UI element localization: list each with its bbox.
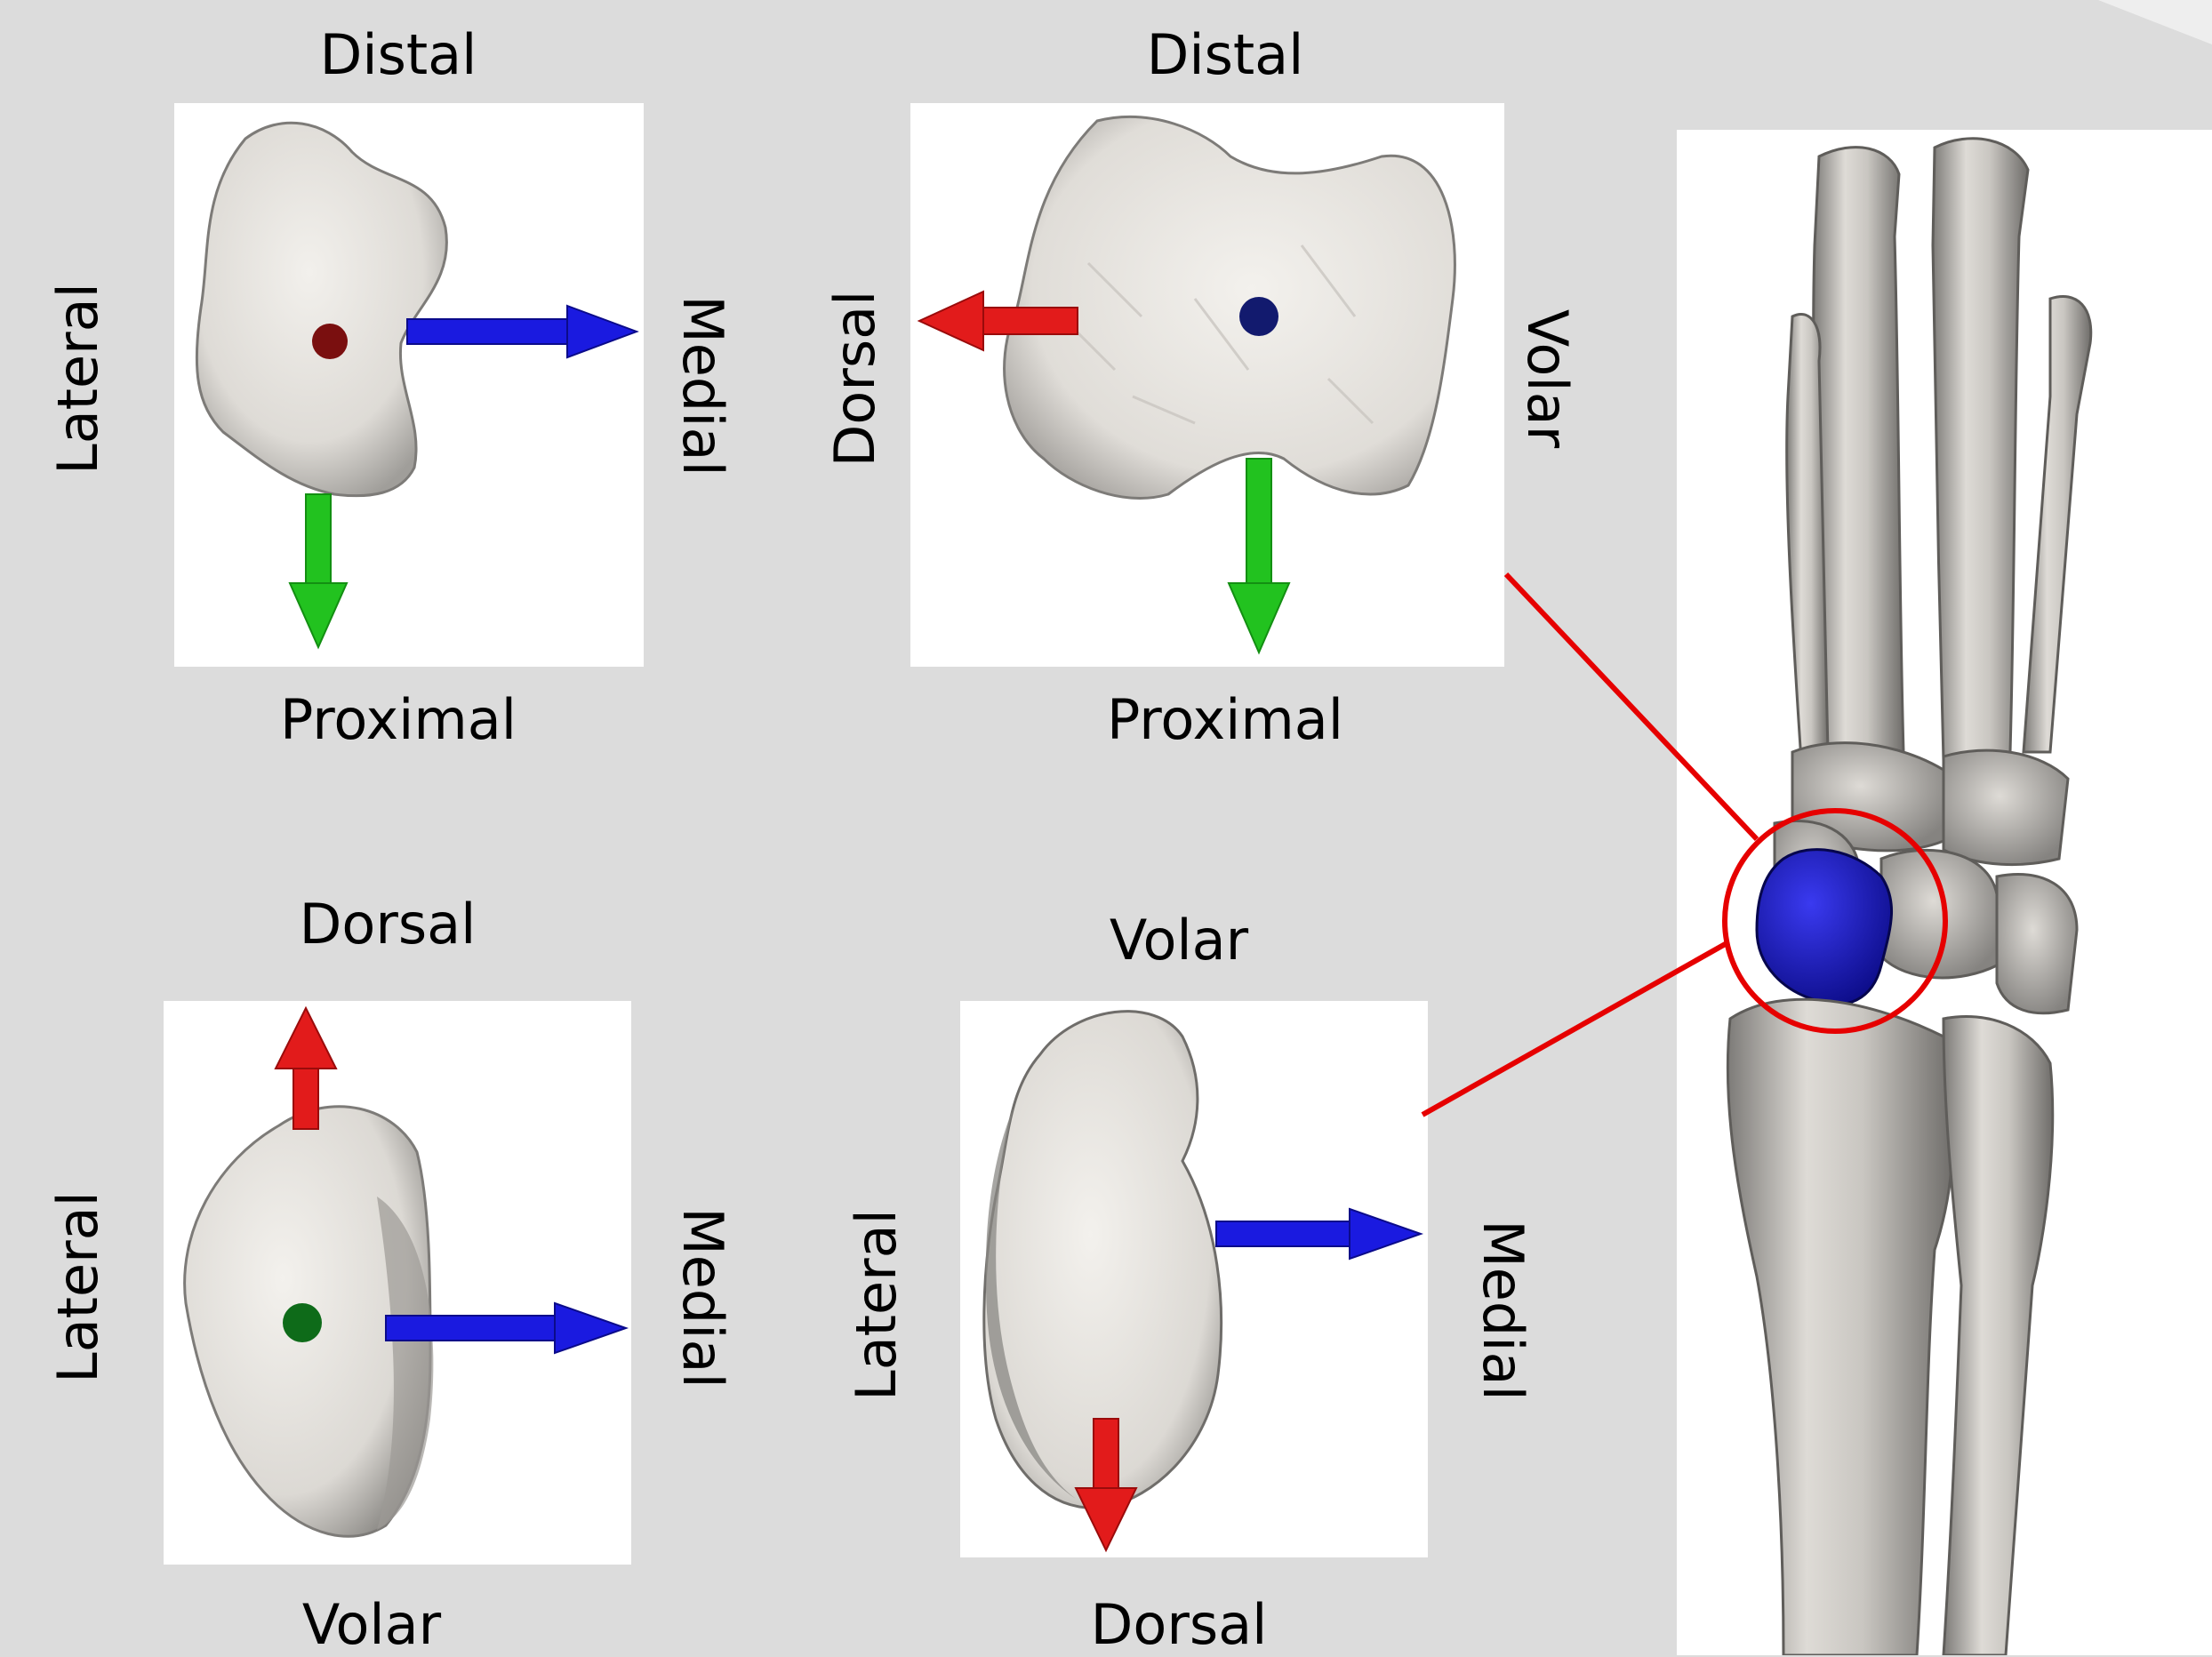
callout-line-top [1506,574,1757,839]
callout-line-bottom [1423,942,1728,1115]
corner-decoration [2098,0,2212,53]
